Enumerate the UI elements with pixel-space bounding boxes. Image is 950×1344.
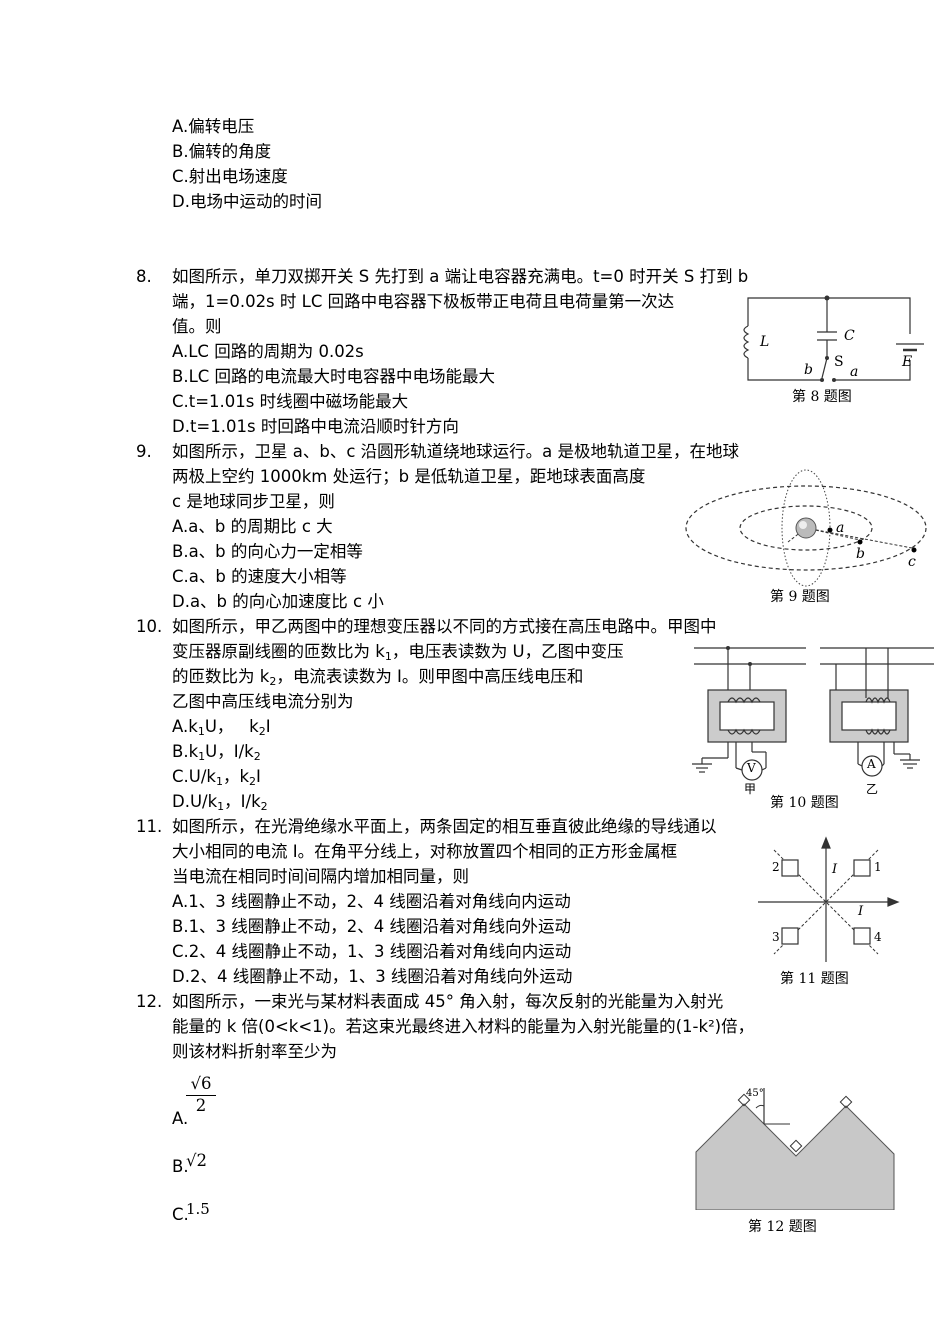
q7-option-c: C.射出电场速度 (172, 167, 288, 186)
q10-option-c: C.U/k1，k2I (172, 767, 261, 788)
q7-option-b: B.偏转的角度 (172, 142, 272, 161)
q8-number: 8. (136, 267, 152, 286)
figure-12-zigzag-material: 45° 第 12 题图 (694, 1080, 902, 1240)
q7-option-d: D.电场中运动的时间 (172, 192, 322, 211)
fig10-label-yi: 乙 (866, 782, 879, 796)
fig11-label-i-horizontal: I (858, 904, 864, 919)
q9-stem-line1: 如图所示，卫星 a、b、c 沿圆形轨道绕地球运行。a 是极地轨道卫星，在地球 (172, 442, 740, 461)
figure-11-crossed-wires: 2 1 3 4 I I 第 11 题图 (752, 836, 912, 988)
fig12-angle-label: 45° (746, 1088, 764, 1099)
q11-stem-line1: 如图所示，在光滑绝缘水平面上，两条固定的相互垂直彼此绝缘的导线通以 (172, 817, 717, 836)
q12-option-a-fraction: √6 2 (186, 1074, 216, 1115)
fig8-label-e: E (902, 354, 913, 370)
q8-stem-line3: 值。则 (172, 317, 222, 336)
q12-stem-line2: 能量的 k 倍(0<k<1)。若这束光最终进入材料的能量为入射光能量的(1-k²… (172, 1017, 755, 1036)
q11-option-c: C.2、4 线圈静止不动，1、3 线圈沿着对角线向内运动 (172, 942, 572, 961)
q11-number: 11. (136, 817, 163, 836)
fig11-label-2: 2 (772, 860, 780, 874)
fig10-label-jia: 甲 (744, 782, 757, 796)
fig10-caption: 第 10 题图 (770, 795, 839, 811)
q7-option-a: A.偏转电压 (172, 117, 255, 136)
fig9-label-c: c (908, 554, 916, 570)
q10-number: 10. (136, 617, 163, 636)
fig8-label-l: L (760, 334, 770, 350)
q10-stem-line1: 如图所示，甲乙两图中的理想变压器以不同的方式接在高压电路中。甲图中 (172, 617, 717, 636)
q10-stem-line3: 的匝数比为 k2，电流表读数为 I。则甲图中高压线电压和 (172, 667, 584, 688)
q12-option-b-value: √2 (186, 1151, 208, 1170)
fig11-label-4: 4 (874, 930, 882, 944)
figure-10-transformers: V A 甲 乙 第 10 题图 (688, 640, 944, 812)
q8-option-d: D.t=1.01s 时回路中电流沿顺时针方向 (172, 417, 459, 436)
q12-option-c-label: C. (172, 1205, 189, 1224)
q11-option-b: B.1、3 线圈静止不动，2、4 线圈沿着对角线向外运动 (172, 917, 572, 936)
q9-option-d: D.a、b 的向心加速度比 c 小 (172, 592, 384, 611)
fig9-label-b: b (856, 546, 865, 562)
fig11-label-1: 1 (874, 860, 882, 874)
q12-option-a-numerator: √6 (186, 1074, 216, 1096)
q12-option-c-value: 1.5 (186, 1200, 210, 1218)
q8-stem-line2: 端，1=0.02s 时 LC 回路中电容器下极板带正电荷且电荷量第一次达 (172, 292, 675, 311)
q9-stem-line3: c 是地球同步卫星，则 (172, 492, 335, 511)
q10-option-b: B.k1U，I/k2 (172, 742, 261, 763)
q11-option-a: A.1、3 线圈静止不动，2、4 线圈沿着对角线向内运动 (172, 892, 571, 911)
q9-option-a: A.a、b 的周期比 c 大 (172, 517, 333, 536)
q12-option-a-label: A. (172, 1109, 189, 1128)
q8-option-a: A.LC 回路的周期为 0.02s (172, 342, 364, 361)
fig8-label-s: S (834, 354, 844, 370)
q8-stem-line1: 如图所示，单刀双掷开关 S 先打到 a 端让电容器充满电。t=0 时开关 S 打… (172, 267, 749, 286)
q10-stem-line4: 乙图中高压线电流分别为 (172, 692, 354, 711)
figure-8-lc-circuit: L C S E b a 第 8 题图 (730, 288, 930, 408)
q12-stem-line3: 则该材料折射率至少为 (172, 1042, 337, 1061)
q12-number: 12. (136, 992, 163, 1011)
q9-number: 9. (136, 442, 152, 461)
q11-option-d: D.2、4 线圈静止不动，1、3 线圈沿着对角线向外运动 (172, 967, 573, 986)
q8-option-b: B.LC 回路的电流最大时电容器中电场能最大 (172, 367, 496, 386)
fig8-caption: 第 8 题图 (792, 389, 852, 405)
q9-option-c: C.a、b 的速度大小相等 (172, 567, 347, 586)
fig10-voltmeter-label: V (747, 761, 756, 775)
q12-option-b-label: B. (172, 1157, 189, 1176)
fig8-label-c: C (844, 328, 855, 344)
q11-stem-line3: 当电流在相同时间间隔内增加相同量，则 (172, 867, 469, 886)
q12-option-a-denominator: 2 (195, 1096, 207, 1115)
fig9-label-a: a (836, 520, 845, 536)
fig8-label-a: a (850, 364, 859, 380)
fig10-ammeter-label: A (867, 757, 876, 771)
fig12-caption: 第 12 题图 (748, 1219, 817, 1235)
q10-option-a: A.k1U， k2I (172, 717, 271, 738)
q11-stem-line2: 大小相同的电流 I。在角平分线上，对称放置四个相同的正方形金属框 (172, 842, 678, 861)
q12-stem-line1: 如图所示，一束光与某材料表面成 45° 角入射，每次反射的光能量为入射光 (172, 992, 724, 1011)
q8-option-c: C.t=1.01s 时线圈中磁场能最大 (172, 392, 409, 411)
fig9-caption: 第 9 题图 (770, 589, 830, 605)
figure-9-satellite-orbits: a b c 第 9 题图 (682, 464, 938, 608)
q10-option-d: D.U/k1，I/k2 (172, 792, 268, 813)
q9-stem-line2: 两极上空约 1000km 处运行；b 是低轨道卫星，距地球表面高度 (172, 467, 646, 486)
fig8-label-b: b (804, 362, 813, 378)
fig11-caption: 第 11 题图 (780, 971, 849, 987)
fig11-label-3: 3 (772, 930, 780, 944)
fig11-label-i-vertical: I (832, 862, 838, 877)
q10-stem-line2: 变压器原副线圈的匝数比为 k1，电压表读数为 U，乙图中变压 (172, 642, 624, 663)
q9-option-b: B.a、b 的向心力一定相等 (172, 542, 363, 561)
